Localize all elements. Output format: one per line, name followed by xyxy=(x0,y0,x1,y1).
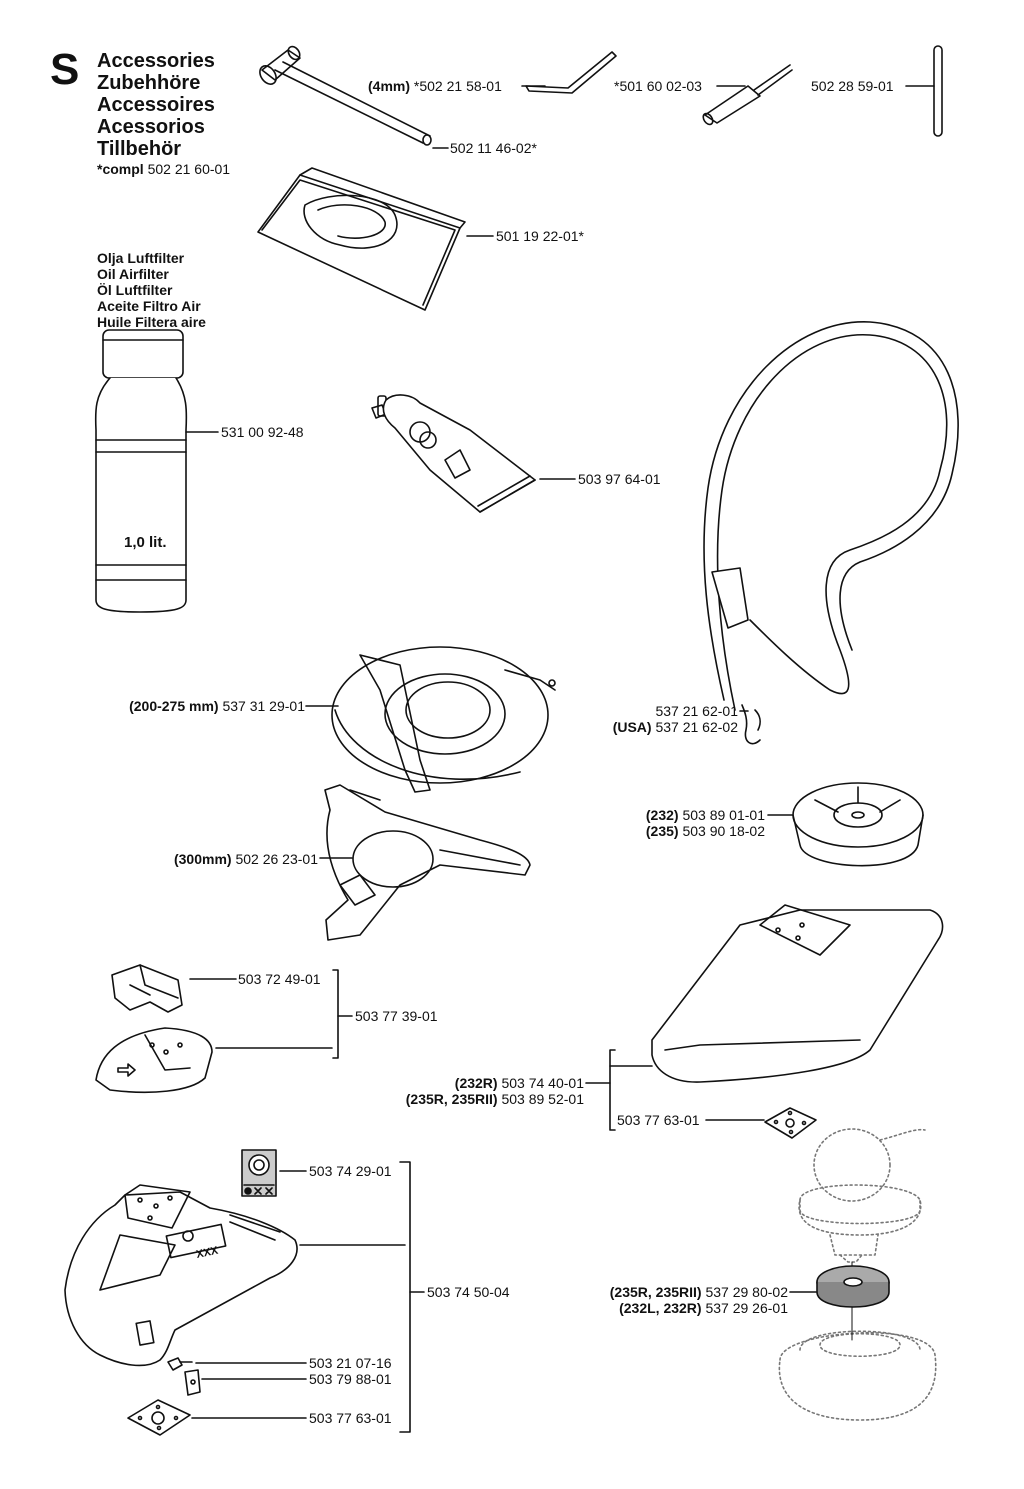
screw-drawing xyxy=(167,1357,193,1371)
section-letter: S xyxy=(50,45,80,94)
title-de: Zubehhöre xyxy=(97,72,201,94)
plate-right-drawing xyxy=(764,1107,817,1139)
bottle-label: 1,0 lit. xyxy=(124,534,167,551)
bracket-large-guard-kit xyxy=(399,1161,411,1433)
pad-232l-qualifier: (232L, 232R) xyxy=(619,1300,702,1316)
guard-200-drawing xyxy=(331,646,556,793)
label-large-guard-kit: 503 74 50-04 xyxy=(427,1284,510,1300)
label-decal: 503 74 29-01 xyxy=(309,1163,392,1179)
label-clip: 503 79 88-01 xyxy=(309,1371,392,1387)
oil-titles: Olja Luftfilter Oil Airfilter Öl Luftfil… xyxy=(97,250,206,330)
guard-300-drawing xyxy=(324,784,531,941)
blade-guard-232r-number: 503 74 40-01 xyxy=(501,1075,584,1091)
pad-drawing xyxy=(816,1265,890,1308)
large-guard-drawing: XXX xyxy=(64,1184,298,1367)
label-harness-usa: (USA) 537 21 62-02 xyxy=(560,719,738,735)
label-plate-left: 503 77 63-01 xyxy=(309,1410,392,1426)
label-plate-right: 503 77 63-01 xyxy=(617,1112,700,1128)
label-socket-wrench: 502 11 46-02* xyxy=(450,140,537,156)
label-t-pin: 502 28 59-01 xyxy=(811,78,894,94)
socket-wrench-drawing xyxy=(259,45,432,146)
label-bracket: 503 72 49-01 xyxy=(238,971,321,987)
compl-number: 502 21 60-01 xyxy=(147,161,231,177)
pad-235r-number: 537 29 80-02 xyxy=(705,1284,788,1300)
plate-left-drawing xyxy=(127,1399,191,1436)
grease-tube-drawing xyxy=(371,394,536,513)
oil-title-fr: Huile Filtera aire xyxy=(97,314,206,330)
label-grease-tube: 503 97 64-01 xyxy=(578,471,661,487)
label-harness: 537 21 62-01 xyxy=(655,703,738,719)
label-screw: 503 21 07-16 xyxy=(309,1355,392,1371)
oil-bottle-drawing: 1,0 lit. xyxy=(94,329,188,613)
spool-235-qualifier: (235) xyxy=(645,823,679,839)
compl-note: *compl 502 21 60-01 xyxy=(97,161,230,177)
hex-key-drawing xyxy=(525,51,617,94)
decal-drawing xyxy=(241,1149,277,1197)
label-spool-235: (235) 503 90 18-02 xyxy=(560,823,765,839)
title-pt: Acessorios xyxy=(97,116,205,138)
guard-200-qualifier: (200-275 mm) xyxy=(129,698,219,714)
oil-title-en: Oil Airfilter xyxy=(97,266,169,282)
bracket-drawing xyxy=(111,964,183,1013)
small-guard-drawing xyxy=(95,1027,213,1094)
label-guard-200: (200-275 mm) 537 31 29-01 xyxy=(60,698,305,714)
bracket-small-guard-kit xyxy=(332,969,339,1059)
t-pin-drawing xyxy=(933,45,943,137)
blade-guard-drawing xyxy=(651,904,944,1083)
label-small-guard-kit: 503 77 39-01 xyxy=(355,1008,438,1024)
blade-guard-232r-qualifier: (232R) xyxy=(454,1075,498,1091)
label-oil-bottle: 531 00 92-48 xyxy=(221,424,304,440)
label-pad-232l: (232L, 232R) 537 29 26-01 xyxy=(540,1300,788,1316)
harness-usa-qualifier: (USA) xyxy=(612,719,652,735)
blade-guard-235r-qualifier: (235R, 235RII) xyxy=(405,1091,498,1107)
label-hex-key: (4mm) *502 21 58-01 xyxy=(368,78,502,94)
title-sv: Tillbehör xyxy=(97,138,182,160)
label-blade-guard-232r: (232R) 503 74 40-01 xyxy=(330,1075,584,1091)
harness-usa-number: 537 21 62-02 xyxy=(655,719,738,735)
spool-232-number: 503 89 01-01 xyxy=(682,807,765,823)
screwdriver-drawing xyxy=(702,64,793,126)
guard-300-number: 502 26 23-01 xyxy=(235,851,318,867)
label-blade-guard-235r: (235R, 235RII) 503 89 52-01 xyxy=(330,1091,584,1107)
oil-title-de: Öl Luftfilter xyxy=(97,282,173,298)
spool-235-number: 503 90 18-02 xyxy=(682,823,765,839)
label-screwdriver: *501 60 02-03 xyxy=(614,78,702,94)
harness-drawing xyxy=(703,321,959,745)
trimmer-head-drawing xyxy=(778,1128,937,1421)
compl-prefix: *compl xyxy=(97,161,144,177)
section-titles: Accessories Zubehhöre Accessoires Acesso… xyxy=(97,50,215,160)
pad-235r-qualifier: (235R, 235RII) xyxy=(609,1284,702,1300)
guard-300-qualifier: (300mm) xyxy=(173,851,232,867)
hex-key-number: *502 21 58-01 xyxy=(413,78,502,94)
decal-marking: XXX xyxy=(195,1244,220,1260)
oil-title-es: Aceite Filtro Air xyxy=(97,298,201,314)
bracket-blade-guard xyxy=(609,1049,616,1131)
label-spool-232: (232) 503 89 01-01 xyxy=(560,807,765,823)
blade-guard-235r-number: 503 89 52-01 xyxy=(501,1091,584,1107)
label-guard-300: (300mm) 502 26 23-01 xyxy=(100,851,318,867)
spool-232-qualifier: (232) xyxy=(645,807,679,823)
title-en: Accessories xyxy=(97,50,215,72)
label-tool-bag: 501 19 22-01* xyxy=(496,228,584,244)
spool-drawing xyxy=(792,782,924,867)
pad-232l-number: 537 29 26-01 xyxy=(705,1300,788,1316)
title-fr: Accessoires xyxy=(97,94,215,116)
guard-200-number: 537 31 29-01 xyxy=(222,698,305,714)
tool-bag-drawing xyxy=(257,167,466,311)
label-pad-235r: (235R, 235RII) 537 29 80-02 xyxy=(540,1284,788,1300)
oil-title-sv: Olja Luftfilter xyxy=(97,250,185,266)
hex-key-qualifier: (4mm) xyxy=(368,78,411,94)
clip-drawing xyxy=(184,1369,201,1396)
